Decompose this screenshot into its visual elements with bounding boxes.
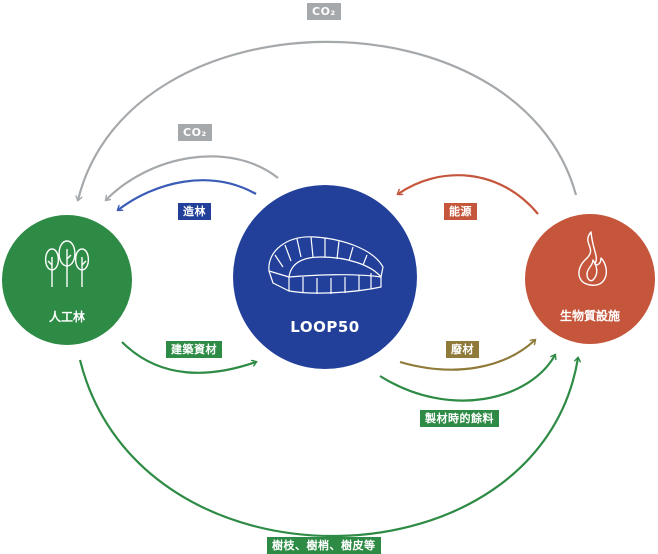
co2-outer-tag: CO₂ — [307, 3, 341, 20]
building-materials-tag: 建築資材 — [166, 341, 222, 358]
forest-node: 人工林 — [2, 215, 132, 345]
stadium-icon — [268, 236, 384, 294]
trees-icon — [44, 240, 90, 287]
branches-tag: 樹枝、樹梢、樹皮等 — [267, 537, 381, 554]
biomass-label: 生物質設施 — [559, 309, 620, 323]
energy-tag: 能源 — [444, 203, 477, 220]
waste-materials-tag: 廢材 — [446, 341, 479, 358]
forest-label: 人工林 — [48, 310, 85, 324]
co2-inner-tag: CO₂ — [178, 124, 212, 141]
lumber-residue-tag: 製材時的餘料 — [420, 410, 499, 427]
waste-materials-arrow — [399, 340, 535, 371]
flame-icon — [578, 231, 608, 286]
lumber-residue-arrow — [379, 355, 555, 402]
building-materials-arrow — [121, 341, 256, 374]
afforestation-arrow — [118, 179, 257, 210]
loop50-label: LOOP50 — [290, 318, 360, 336]
loop50-node: LOOP50 — [233, 185, 417, 369]
branches-arrow — [78, 358, 578, 538]
energy-arrow — [398, 174, 539, 215]
co2-outer-arrow — [78, 40, 578, 200]
co2-inner-arrow — [106, 155, 279, 200]
biomass-node: 生物質設施 — [525, 214, 655, 344]
afforestation-tag: 造林 — [178, 203, 211, 220]
